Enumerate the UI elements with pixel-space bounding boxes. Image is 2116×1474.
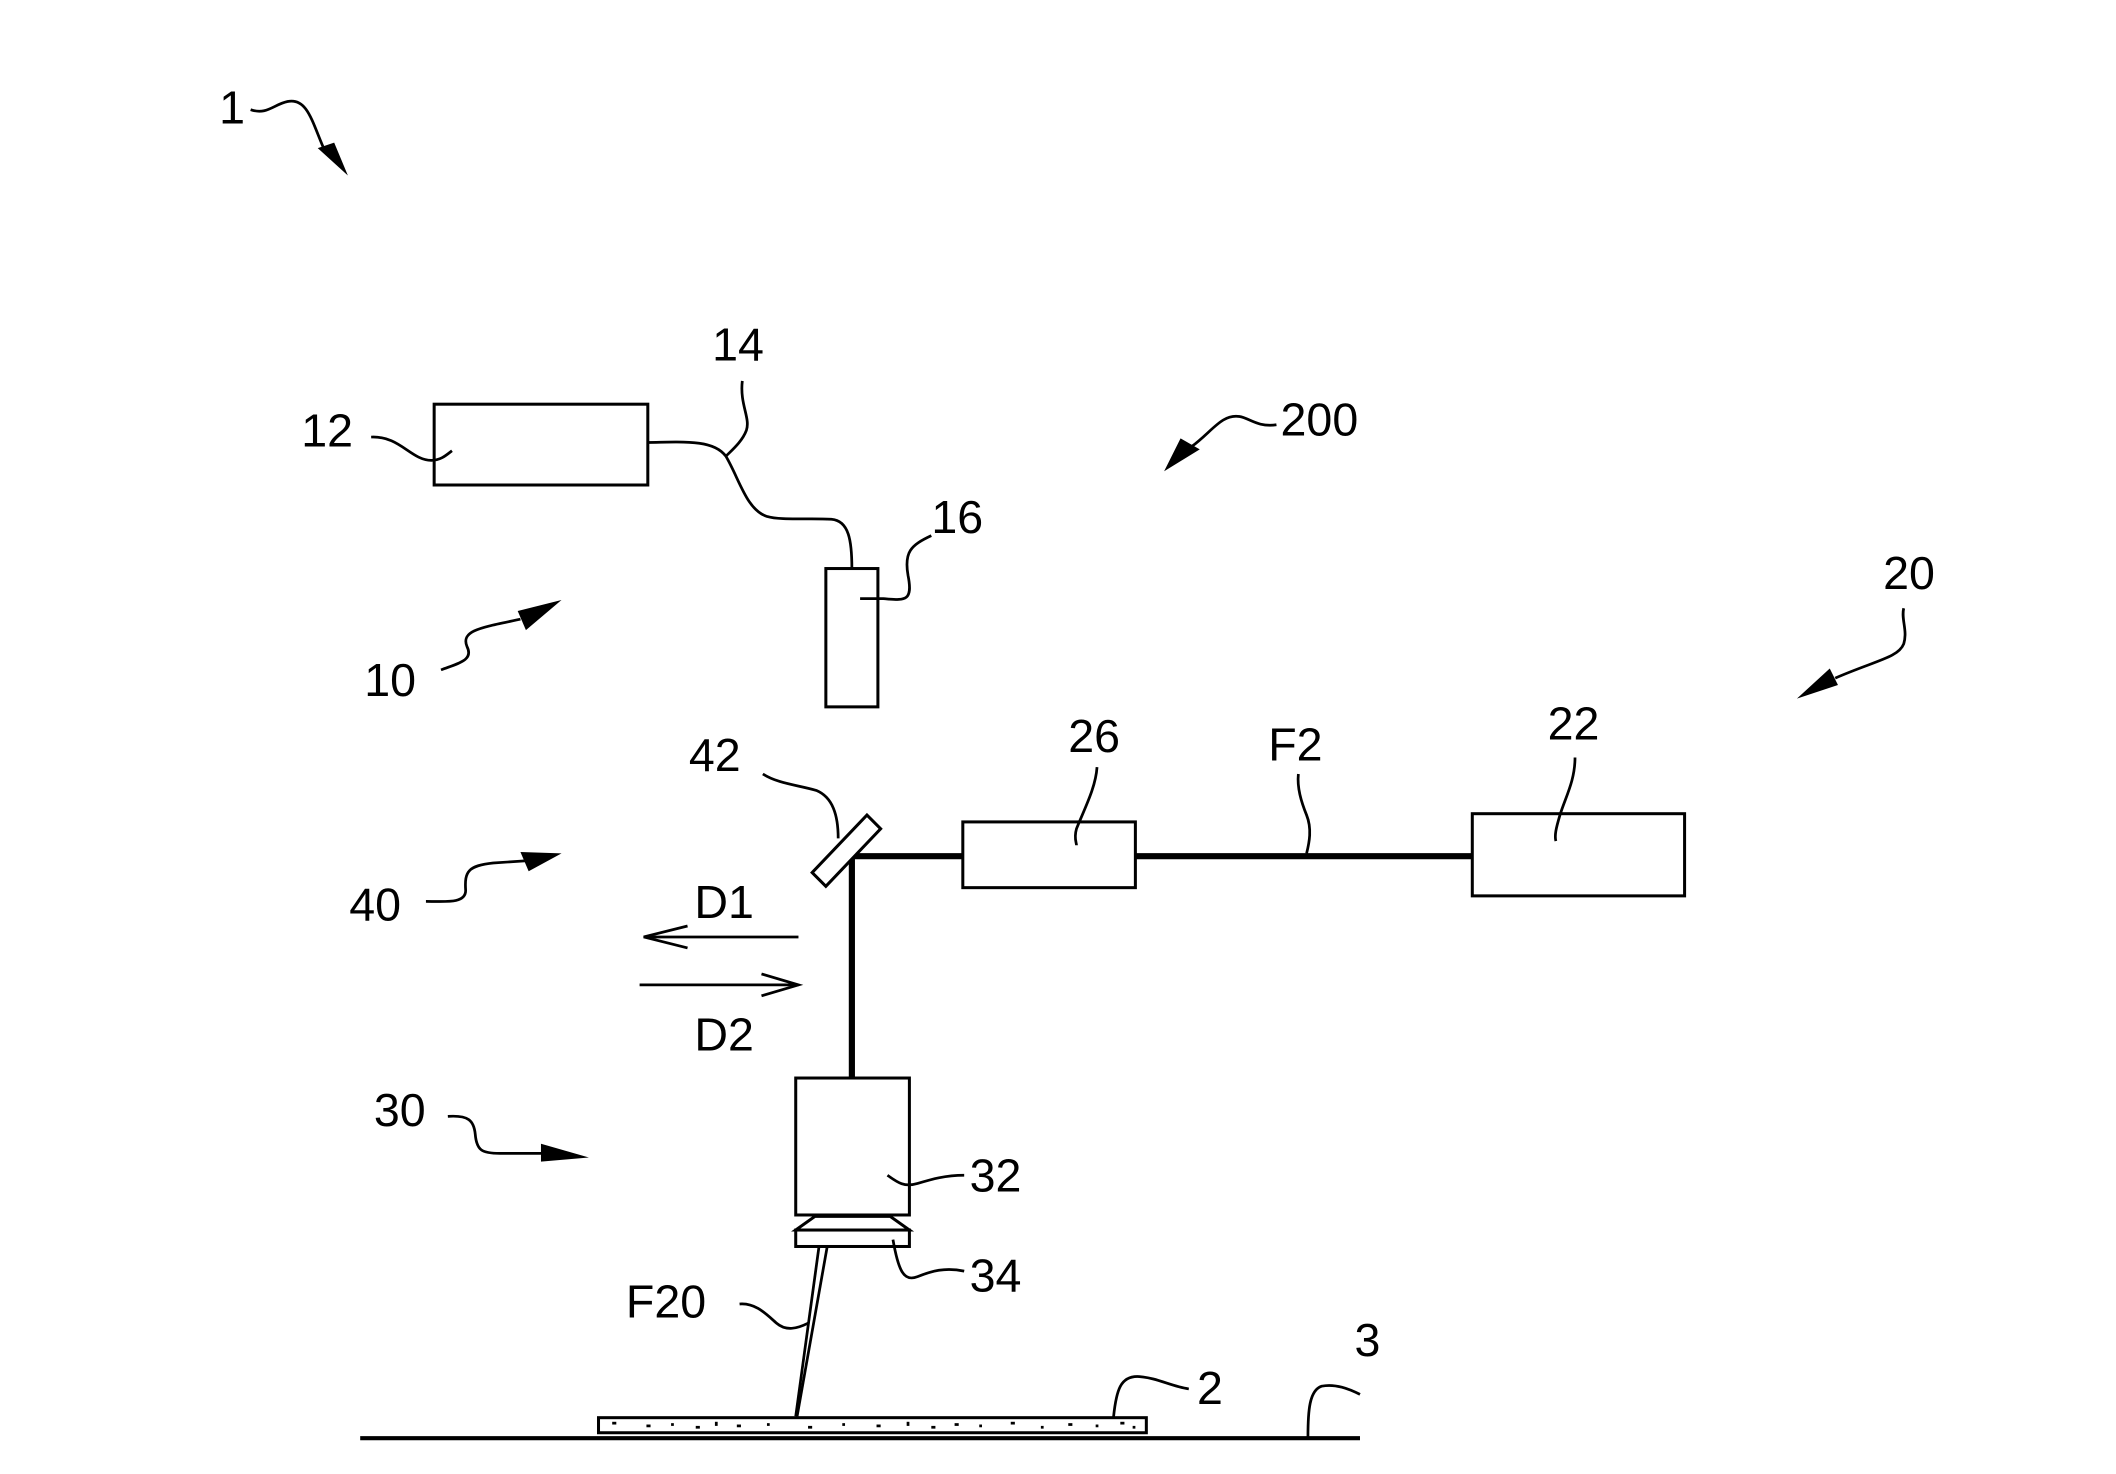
leader-2	[1112, 1375, 1190, 1418]
workpiece-2	[596, 1416, 1148, 1435]
arrow-d1-icon	[643, 924, 799, 950]
label-12: 12	[301, 405, 353, 457]
arrow-head-1-icon	[317, 142, 348, 176]
label-200: 200	[1281, 394, 1359, 446]
leader-42	[762, 772, 840, 839]
lens-34-box	[794, 1228, 911, 1248]
leader-22	[1553, 757, 1577, 842]
fiber-14	[647, 440, 854, 569]
leader-200	[1190, 415, 1277, 448]
label-F2: F2	[1268, 718, 1322, 770]
leader-34	[891, 1239, 965, 1280]
label-42: 42	[689, 729, 741, 781]
head-16-box	[824, 567, 880, 709]
label-F20: F20	[626, 1276, 706, 1328]
label-2: 2	[1197, 1362, 1223, 1414]
leader-32	[886, 1173, 965, 1187]
label-30: 30	[374, 1084, 426, 1136]
arrow-head-30-icon	[540, 1143, 589, 1162]
source-12-box	[432, 402, 650, 487]
label-D2: D2	[694, 1009, 754, 1061]
leader-F20	[739, 1302, 809, 1330]
arrow-head-200-icon	[1164, 438, 1200, 472]
leader-26	[1073, 767, 1099, 846]
lens-34-cone	[791, 1214, 915, 1232]
leader-1	[250, 99, 328, 155]
leader-20	[1834, 607, 1907, 680]
label-14: 14	[712, 318, 764, 370]
mirror-42	[810, 812, 883, 889]
leader-40	[425, 858, 535, 903]
label-32: 32	[970, 1150, 1022, 1202]
arrow-head-40-icon	[520, 852, 562, 872]
leader-F2	[1296, 773, 1312, 854]
label-20: 20	[1883, 547, 1935, 599]
workpiece-texture	[612, 1421, 1136, 1429]
label-34: 34	[970, 1250, 1022, 1302]
leader-10	[440, 617, 521, 672]
label-D1: D1	[694, 876, 754, 928]
objective-32-box	[794, 1076, 911, 1217]
focused-beam-F20	[794, 1246, 829, 1417]
leader-3	[1306, 1384, 1361, 1437]
leader-12	[371, 435, 453, 462]
label-1: 1	[219, 81, 245, 133]
leader-16	[860, 534, 932, 601]
source-22-box	[1470, 812, 1687, 898]
label-3: 3	[1355, 1314, 1381, 1366]
arrow-head-20-icon	[1796, 668, 1838, 699]
leader-14	[724, 380, 749, 458]
label-16: 16	[931, 491, 983, 543]
label-10: 10	[364, 654, 416, 706]
arrow-head-10-icon	[517, 600, 562, 631]
module-26-box	[961, 820, 1137, 890]
leader-30	[447, 1114, 555, 1155]
label-22: 22	[1548, 698, 1600, 750]
arrow-d2-icon	[639, 972, 804, 998]
label-40: 40	[349, 879, 401, 931]
label-26: 26	[1068, 710, 1120, 762]
